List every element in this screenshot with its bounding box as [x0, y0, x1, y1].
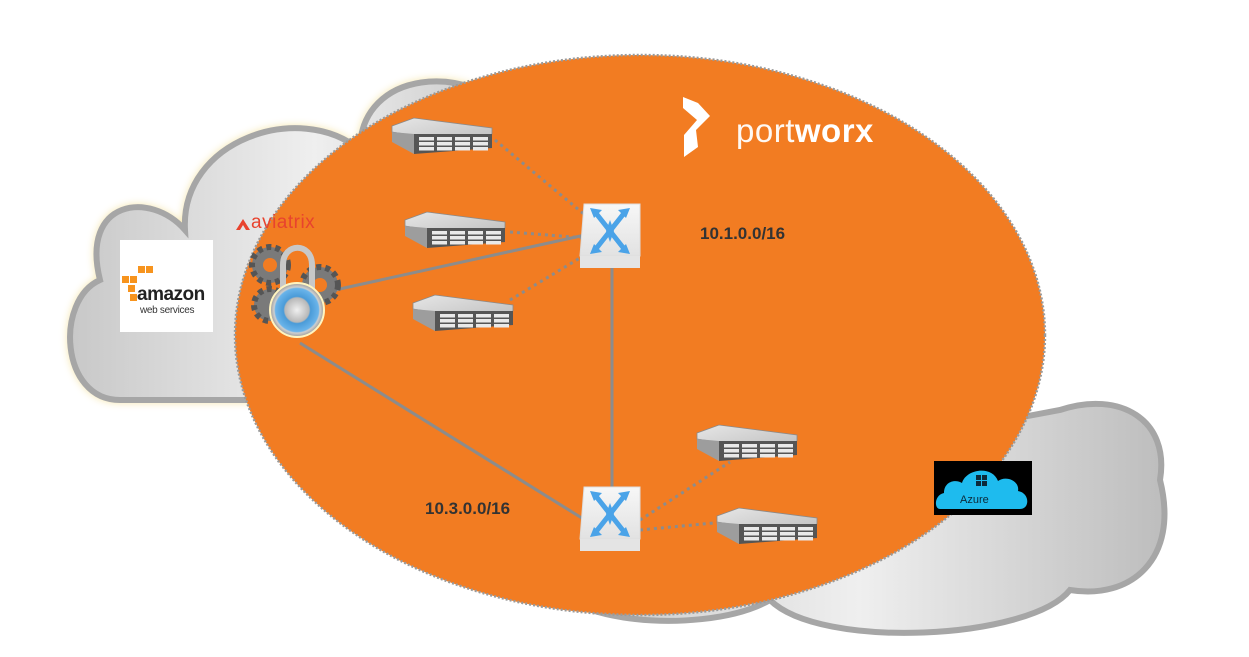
- portworx-logo-text: portworx: [736, 112, 874, 150]
- azure-cloud-icon: [935, 470, 1028, 509]
- aws-logo-box: [120, 240, 213, 332]
- link-server-3: [509, 253, 586, 302]
- link-gateway-switch-top: [334, 233, 586, 292]
- portworx-logo-suffix: worx: [794, 112, 874, 149]
- aws-logo-subtitle: web services: [140, 305, 195, 316]
- azure-logo-text: Azure: [960, 494, 989, 506]
- dotted-links: [494, 138, 746, 532]
- subnet-label-top: 10.1.0.0/16: [700, 224, 786, 243]
- aws-logo-text: amazon: [137, 284, 205, 305]
- portworx-logo-icon: [683, 97, 710, 157]
- gateway-lock-icon: [249, 244, 341, 338]
- aviatrix-logo-text: aviatrix: [251, 212, 316, 233]
- switch-top-icon: [580, 204, 640, 268]
- switch-bottom-icon: [580, 487, 640, 551]
- azure-logo-box: [934, 461, 1032, 515]
- windows-icon: [976, 475, 987, 486]
- link-gateway-switch-bottom: [299, 341, 586, 522]
- portworx-logo-prefix: port: [736, 112, 795, 149]
- aviatrix-logo-icon: [236, 219, 250, 230]
- link-server-2: [509, 230, 586, 240]
- portworx-overlay: [233, 53, 1047, 617]
- links: [299, 233, 614, 522]
- link-server-1: [494, 138, 586, 217]
- subnet-label-bottom: 10.3.0.0/16: [425, 499, 511, 518]
